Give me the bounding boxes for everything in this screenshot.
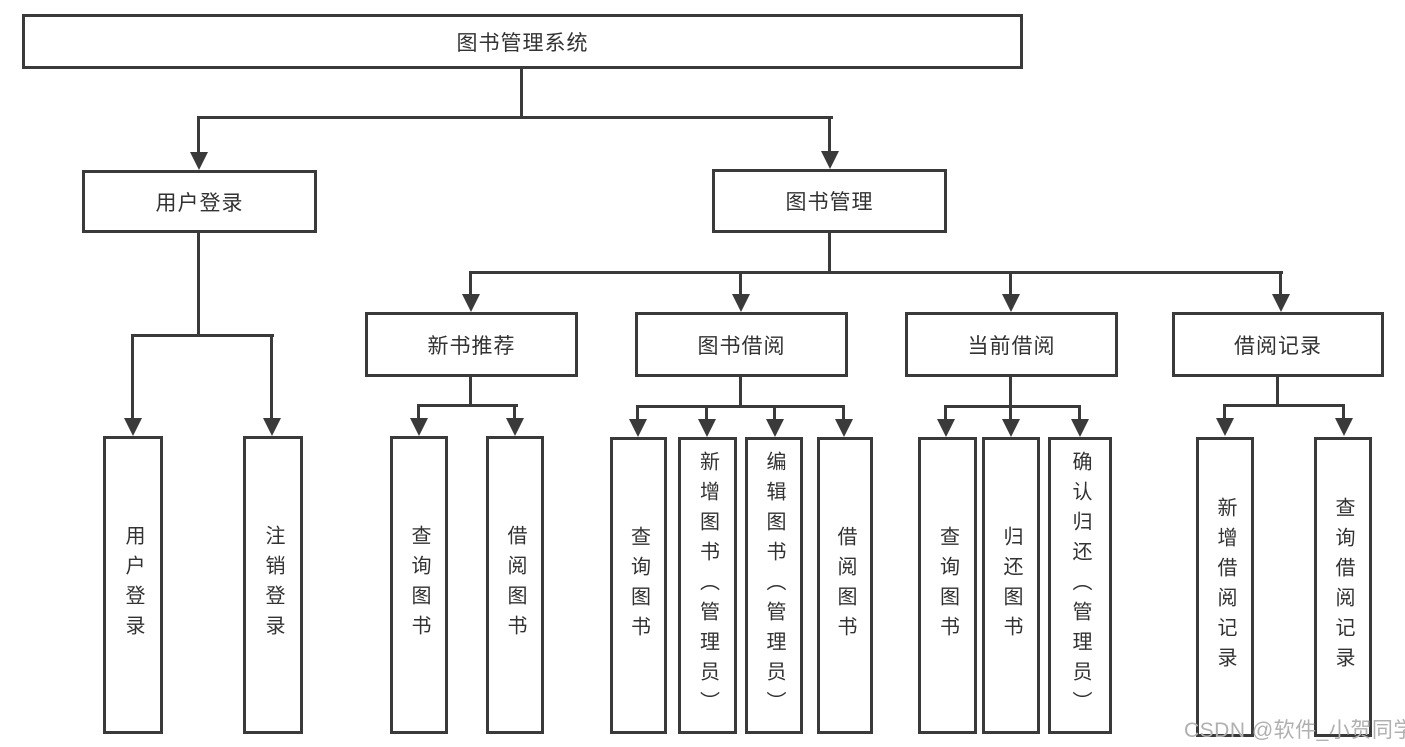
node-label: 图书借阅 — [697, 334, 786, 358]
node-library-management-system: 图书管理系统 — [22, 14, 1023, 69]
connector-hline — [469, 271, 1283, 274]
arrow-down-icon — [462, 294, 480, 312]
arrow-down-icon — [1002, 419, 1020, 437]
node-label: 图书管理 — [785, 191, 874, 214]
arrow-down-icon — [410, 418, 428, 436]
arrow-down-icon — [937, 419, 955, 437]
node-user-login: 用户登录 — [82, 170, 317, 233]
leaf-confirm-return-admin: 确认归还（管理员） — [1048, 437, 1112, 734]
connector-vline — [1009, 377, 1012, 407]
node-book-management: 图书管理 — [712, 169, 947, 233]
connector-vline — [1342, 404, 1345, 420]
leaf-query-books-borrow: 查询图书 — [610, 437, 667, 734]
leaf-query-books-current: 查询图书 — [918, 437, 977, 734]
connector-hline — [636, 405, 845, 408]
arrow-down-icon — [821, 151, 839, 169]
connector-vline — [828, 116, 831, 154]
node-label: 查询图书 — [936, 525, 959, 646]
node-label: 用户登录 — [155, 191, 244, 215]
connector-vline — [739, 377, 742, 407]
leaf-borrow-books: 借阅图书 — [817, 437, 873, 734]
connector-vline — [1009, 405, 1012, 420]
node-new-book-recommend: 新书推荐 — [365, 312, 578, 377]
connector-vline — [636, 405, 639, 420]
arrow-down-icon — [1002, 294, 1020, 312]
node-label: 借阅记录 — [1234, 334, 1322, 358]
node-label: 新增借阅记录 — [1214, 497, 1236, 677]
node-label: 查询借阅记录 — [1332, 497, 1354, 677]
connector-vline — [469, 377, 472, 407]
arrow-down-icon — [124, 418, 142, 436]
connector-vline — [739, 271, 742, 295]
connector-vline — [197, 116, 200, 154]
arrow-down-icon — [766, 419, 784, 437]
arrow-down-icon — [1335, 418, 1353, 436]
arrow-down-icon — [190, 152, 208, 170]
node-current-borrowing: 当前借阅 — [905, 312, 1118, 377]
leaf-logout: 注销登录 — [243, 436, 303, 734]
connector-hline — [131, 334, 274, 337]
connector-vline — [131, 334, 134, 420]
connector-vline — [513, 404, 516, 420]
node-label: 当前借阅 — [967, 334, 1056, 358]
node-label: 借阅图书 — [504, 525, 526, 645]
node-label: 用户登录 — [122, 525, 144, 645]
leaf-borrow-books-recommend: 借阅图书 — [486, 436, 544, 734]
node-label: 查询图书 — [627, 525, 650, 646]
connector-vline — [270, 334, 273, 420]
node-borrowing-records: 借阅记录 — [1172, 312, 1384, 377]
leaf-query-borrow-record: 查询借阅记录 — [1314, 437, 1372, 737]
node-label: 归还图书 — [1000, 525, 1022, 646]
leaf-add-borrow-record: 新增借阅记录 — [1196, 437, 1254, 737]
arrow-down-icon — [1216, 418, 1234, 436]
connector-vline — [1279, 271, 1282, 295]
arrow-down-icon — [1272, 294, 1290, 312]
connector-hline — [944, 405, 1081, 408]
connector-vline — [944, 405, 947, 420]
connector-vline — [828, 233, 831, 274]
node-label: 借阅图书 — [834, 525, 856, 646]
node-label: 新书推荐 — [427, 334, 516, 358]
node-label: 查询图书 — [408, 525, 430, 645]
connector-vline — [773, 405, 776, 420]
leaf-query-books-recommend: 查询图书 — [390, 436, 448, 734]
node-label: 确认归还（管理员） — [1069, 450, 1091, 721]
connector-vline — [417, 404, 420, 420]
leaf-user-login: 用户登录 — [103, 436, 163, 734]
arrow-down-icon — [1071, 419, 1089, 437]
connector-vline — [1276, 377, 1279, 407]
leaf-edit-books-admin: 编辑图书（管理员） — [745, 437, 803, 734]
connector-vline — [842, 405, 845, 420]
arrow-down-icon — [698, 419, 716, 437]
connector-hline — [1223, 404, 1345, 407]
connector-vline — [1078, 405, 1081, 420]
connector-hline — [417, 404, 518, 407]
connector-vline — [705, 405, 708, 420]
arrow-down-icon — [835, 419, 853, 437]
connector-vline — [469, 271, 472, 295]
node-book-borrowing: 图书借阅 — [635, 312, 848, 377]
node-label: 编辑图书（管理员） — [763, 450, 785, 721]
node-label: 图书管理系统 — [456, 31, 589, 55]
arrow-down-icon — [629, 419, 647, 437]
node-label: 新增图书（管理员） — [696, 450, 719, 721]
csdn-watermark: CSDN @软件_小贺同学 — [1184, 719, 1405, 742]
connector-vline — [520, 69, 523, 117]
leaf-return-books: 归还图书 — [982, 437, 1040, 734]
leaf-add-books-admin: 新增图书（管理员） — [678, 437, 737, 734]
arrow-down-icon — [732, 294, 750, 312]
node-label: 注销登录 — [262, 525, 284, 645]
connector-vline — [197, 233, 200, 336]
connector-hline — [198, 116, 833, 119]
connector-vline — [1223, 404, 1226, 420]
arrow-down-icon — [263, 418, 281, 436]
connector-vline — [1009, 271, 1012, 295]
arrow-down-icon — [506, 418, 524, 436]
